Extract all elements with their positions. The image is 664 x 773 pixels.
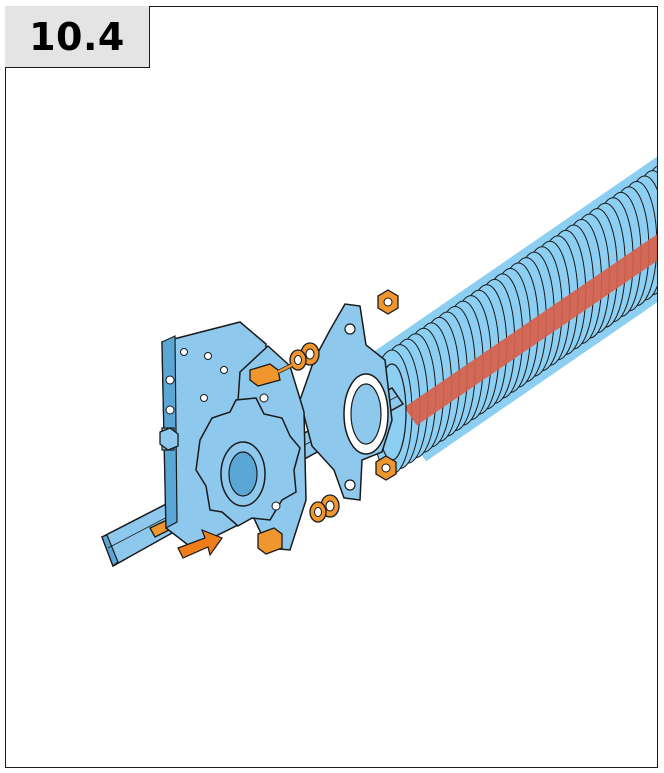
spring-marking-stripe — [404, 234, 657, 426]
hardware — [159, 289, 399, 555]
push-direction-arrow-icon — [177, 528, 223, 559]
torsion-spring — [357, 156, 657, 475]
step-number-box: 10.4 — [5, 6, 150, 68]
winding-cone-plate — [195, 344, 307, 551]
spring-coil — [655, 195, 657, 238]
spring-anchor-cone — [299, 303, 393, 501]
step-number: 10.4 — [29, 14, 125, 59]
